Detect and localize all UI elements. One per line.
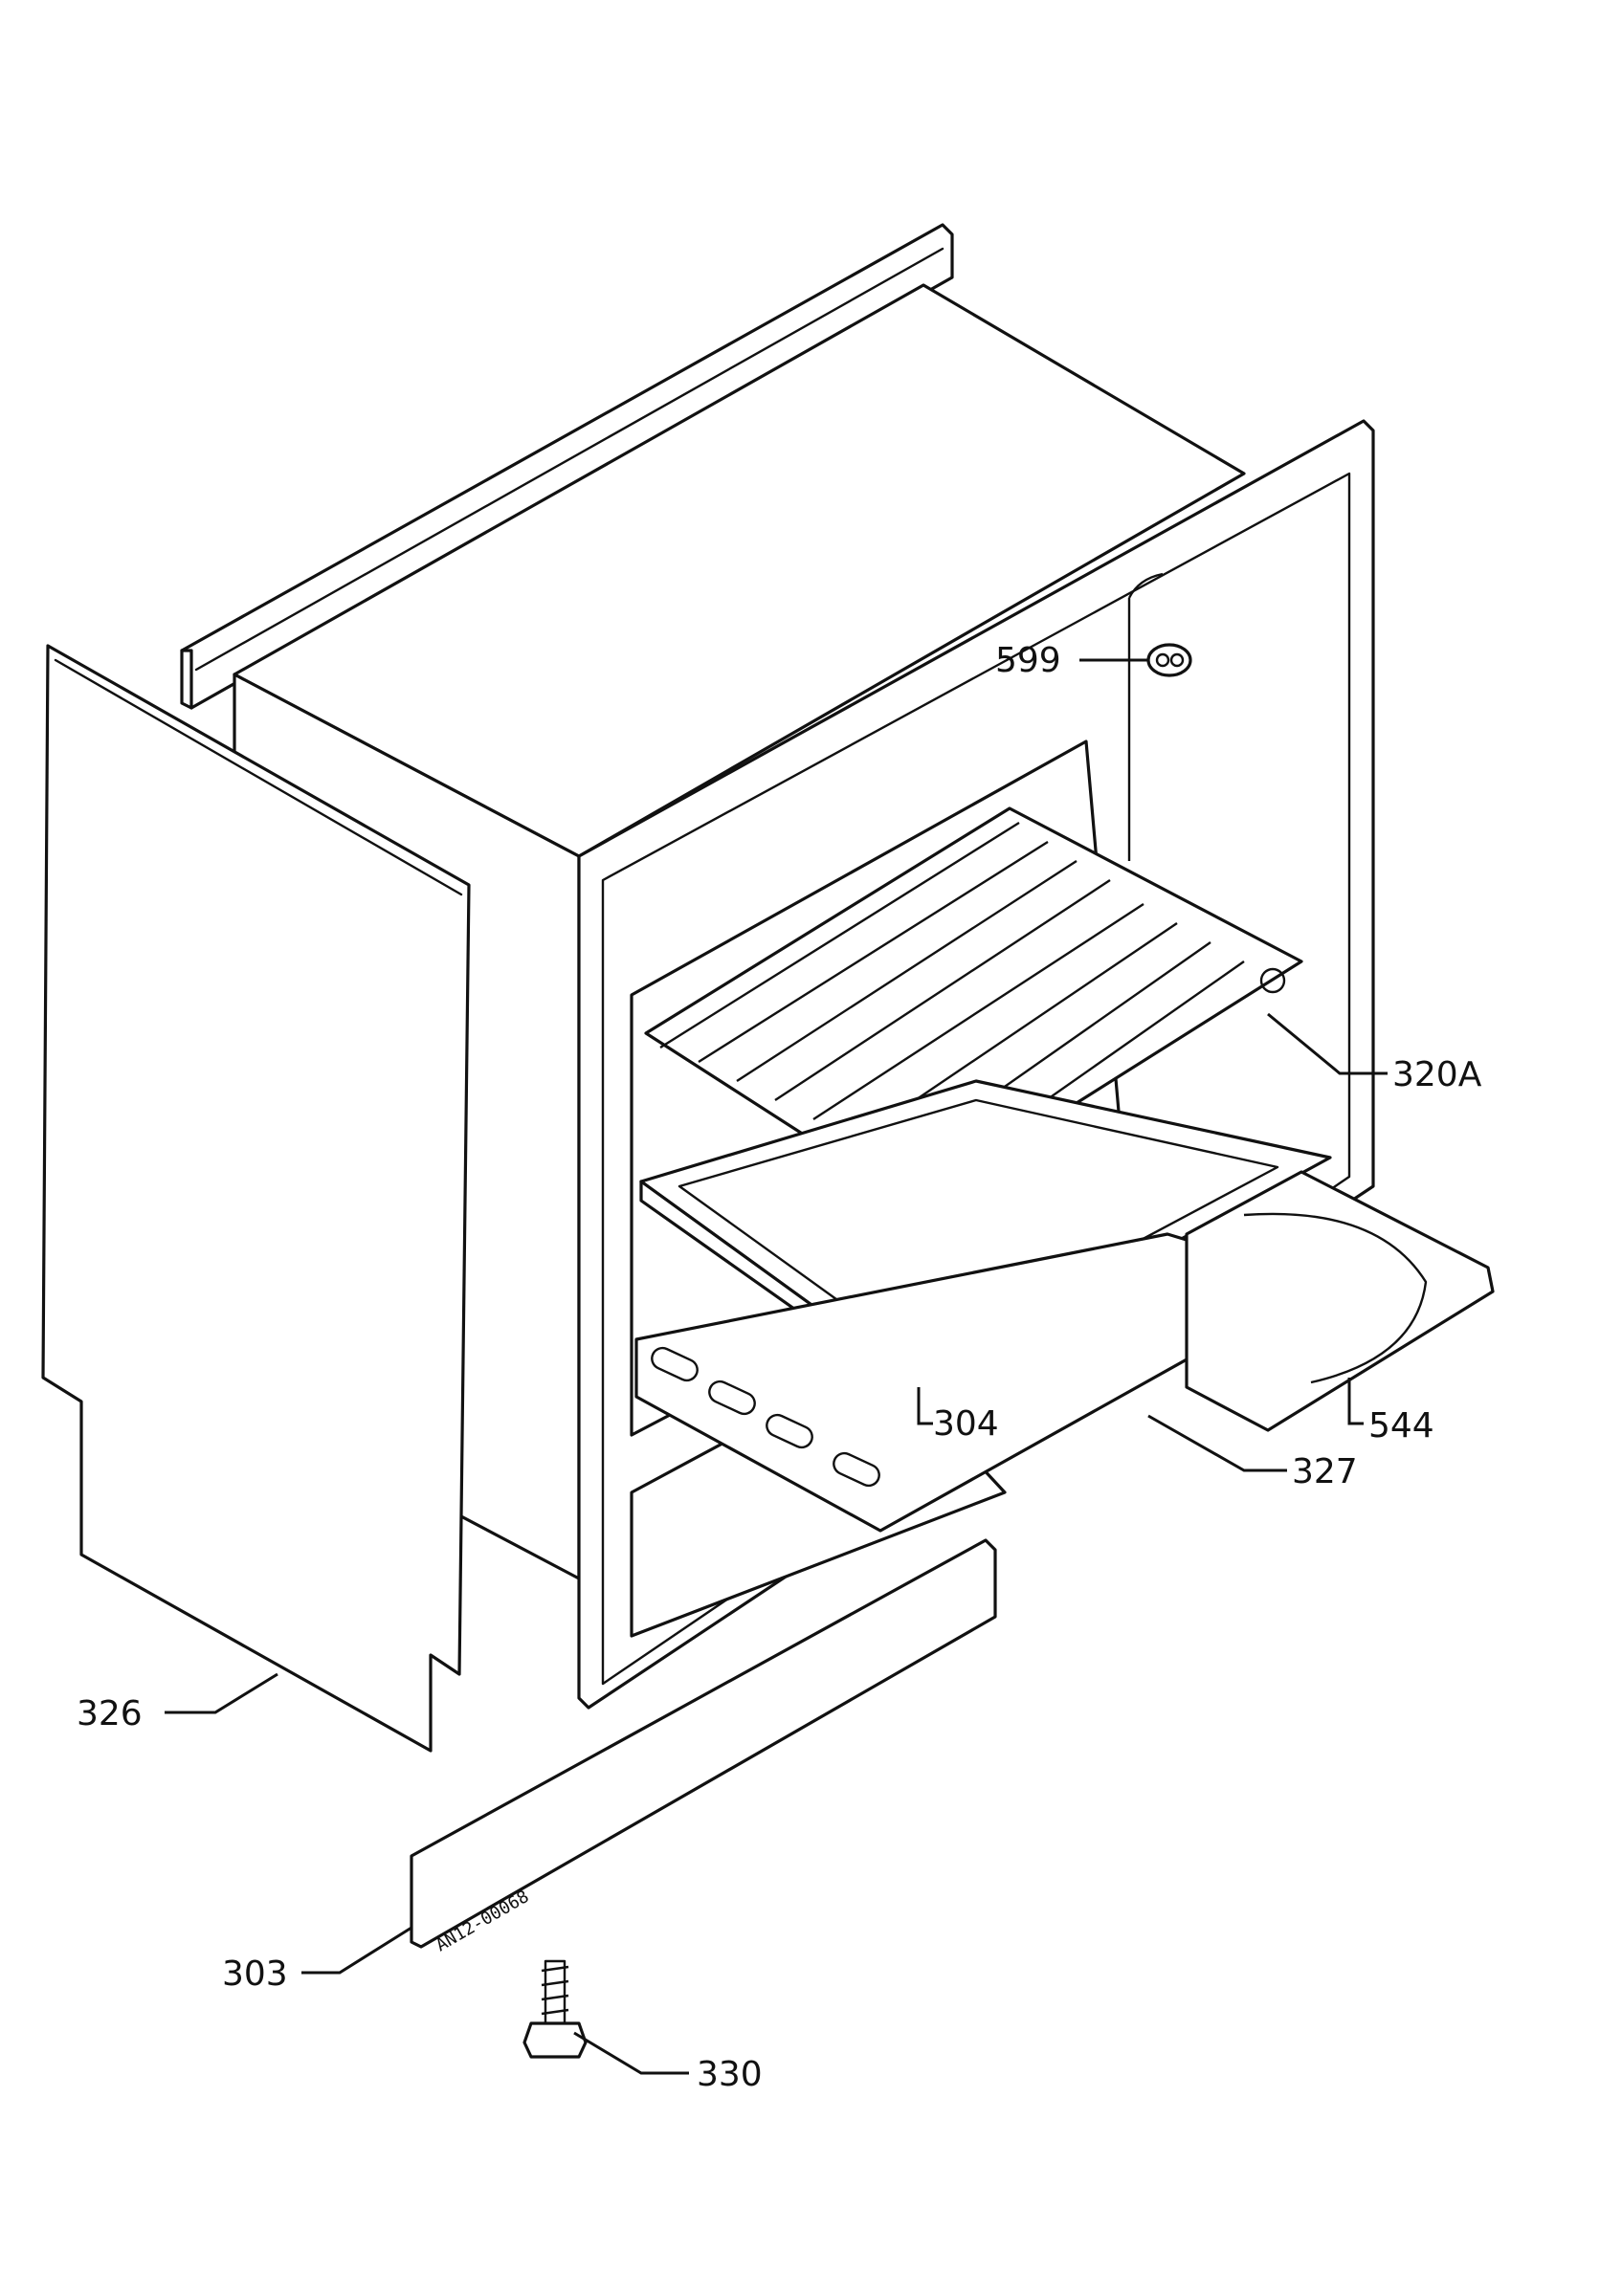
rear-frame: [180, 223, 954, 710]
callout-320a: 320A: [1392, 1055, 1482, 1094]
bracket: [1146, 643, 1192, 677]
callout-303: 303: [222, 1954, 288, 1994]
callout-304: 304: [933, 1404, 999, 1444]
cover-plate: [1185, 1170, 1495, 1432]
callout-327: 327: [1292, 1452, 1358, 1491]
side-panel: [41, 644, 471, 1753]
callout-326: 326: [77, 1694, 143, 1733]
screw: [522, 1959, 588, 2059]
callout-544: 544: [1368, 1406, 1434, 1446]
callout-330: 330: [697, 2055, 763, 2094]
leader-lines: [165, 658, 1388, 2075]
callout-599: 599: [995, 641, 1061, 680]
